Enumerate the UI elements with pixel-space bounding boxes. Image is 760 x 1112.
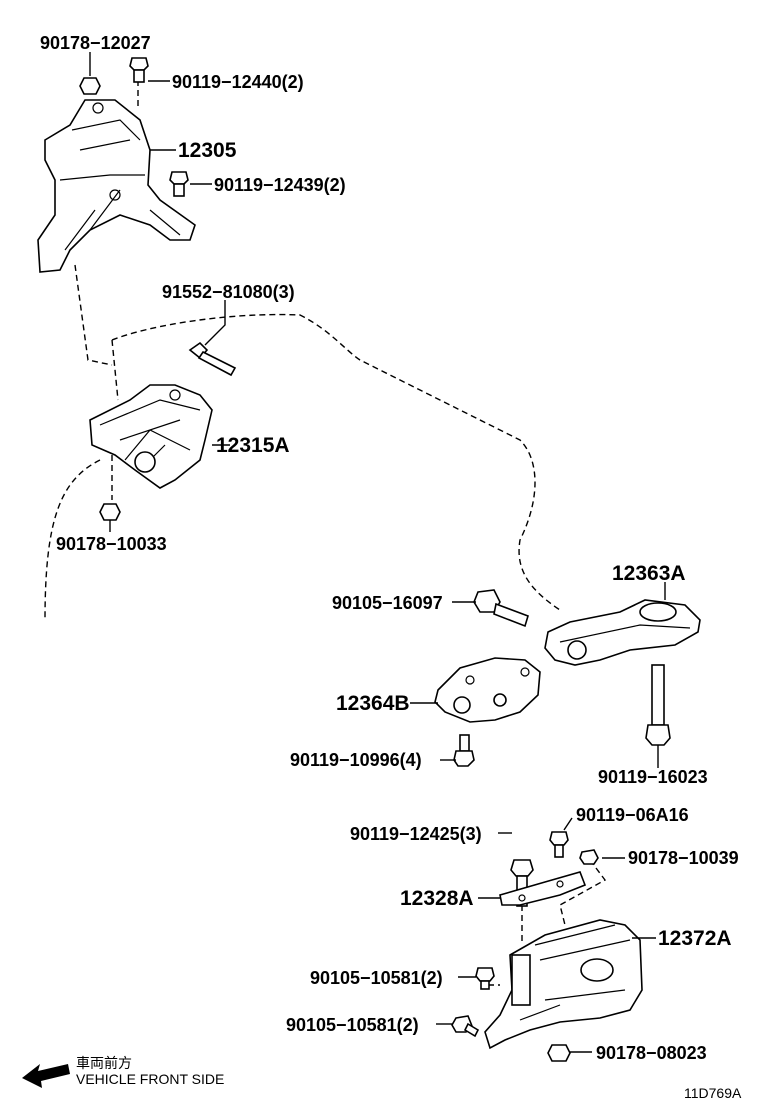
mount-12372A-icon (484, 919, 643, 1050)
bolt-90105-10581-b-icon (451, 1015, 480, 1038)
nut-90178-08023-icon (547, 1044, 571, 1062)
bolt-90105-16097-icon (473, 589, 529, 628)
torque-rod-12363A-icon (544, 599, 701, 666)
label-12305: 12305 (178, 139, 237, 162)
bolt-91552-81080-icon (188, 341, 237, 377)
label-12328A: 12328A (400, 887, 474, 910)
label-12364B: 12364B (336, 692, 410, 715)
leader-lines (89, 52, 666, 1053)
figure-code: 11D769A (684, 1085, 742, 1101)
guide-line-12372 (559, 859, 607, 926)
nut-90178-12027-icon (79, 77, 101, 95)
nut-90178-10033-icon (99, 503, 121, 521)
nut-90178-10039-icon (579, 849, 599, 865)
label-90119-10996: 90119−10996(4) (290, 750, 422, 770)
label-90119-06A16: 90119−06A16 (576, 805, 689, 825)
label-90178-10039: 90178−10039 (628, 848, 739, 868)
bracket-12315A-icon (89, 384, 213, 489)
vehicle-front-arrow-icon (22, 1064, 70, 1088)
label-12372A: 12372A (658, 927, 732, 950)
label-90119-12440: 90119−12440(2) (172, 72, 304, 92)
label-12315A: 12315A (216, 434, 290, 457)
bracket-12364B-icon (434, 657, 541, 723)
label-90178-12027: 90178−12027 (40, 33, 151, 53)
label-90105-16097: 90105−16097 (332, 593, 443, 613)
label-90119-12439: 90119−12439(2) (214, 175, 346, 195)
legend-japanese: 車両前方 (76, 1055, 132, 1071)
bolt-90119-06A16-icon (549, 831, 569, 858)
engine-outline (111, 313, 561, 611)
bolt-90119-16023-icon (645, 664, 671, 746)
guide-line-bracket (74, 264, 113, 366)
bolt-90119-12440-icon (129, 57, 149, 83)
label-90178-10033: 90178−10033 (56, 534, 167, 554)
engine-outline-left (44, 339, 119, 621)
bracket-12328A-icon (499, 871, 587, 906)
label-12363A: 12363A (612, 562, 686, 585)
bolt-90119-10996-icon (453, 734, 475, 767)
bolt-90105-10581-a-icon (475, 967, 495, 990)
label-90119-12425: 90119−12425(3) (350, 824, 482, 844)
label-90178-08023: 90178−08023 (596, 1043, 707, 1063)
label-90105-10581-b: 90105−10581(2) (286, 1015, 419, 1035)
label-90105-10581-a: 90105−10581(2) (310, 968, 443, 988)
legend-english: VEHICLE FRONT SIDE (76, 1071, 224, 1087)
bracket-12305-icon (37, 99, 196, 273)
label-91552-81080: 91552−81080(3) (162, 282, 295, 302)
label-90119-16023: 90119−16023 (598, 767, 708, 787)
bolt-90119-12439-icon (169, 171, 189, 197)
